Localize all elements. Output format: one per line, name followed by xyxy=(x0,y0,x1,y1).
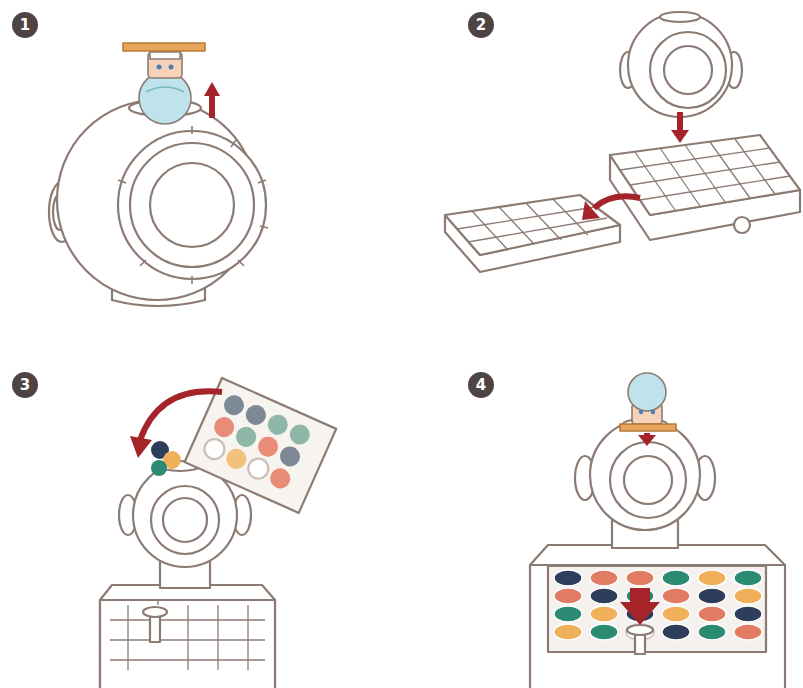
step-number-badge: 1 xyxy=(12,12,38,38)
step-number: 3 xyxy=(20,378,30,393)
step-number: 2 xyxy=(476,18,486,33)
step-number: 1 xyxy=(20,18,30,33)
release-knob xyxy=(627,625,653,654)
astronaut-figure-4 xyxy=(620,373,676,431)
game-base-step-3 xyxy=(100,585,275,688)
game-base-step-4 xyxy=(530,545,785,688)
red-arrow-curved xyxy=(130,391,222,458)
falling-pieces xyxy=(151,441,181,476)
astronaut-figure-1 xyxy=(123,43,205,124)
helmet-step-4 xyxy=(575,419,715,548)
base-tray-step-2 xyxy=(610,135,800,240)
red-arrows-2 xyxy=(582,112,689,220)
step-number-badge: 2 xyxy=(468,12,494,38)
step-number-badge: 4 xyxy=(468,372,494,398)
red-arrows-4 xyxy=(620,433,660,625)
helmet-step-2 xyxy=(620,12,742,117)
step-number-badge: 3 xyxy=(12,372,38,398)
step-number: 4 xyxy=(476,378,486,393)
helmet-step-1 xyxy=(49,100,268,306)
piece-card xyxy=(185,378,337,513)
red-arrow-up xyxy=(204,82,220,118)
colored-pieces xyxy=(554,570,762,640)
